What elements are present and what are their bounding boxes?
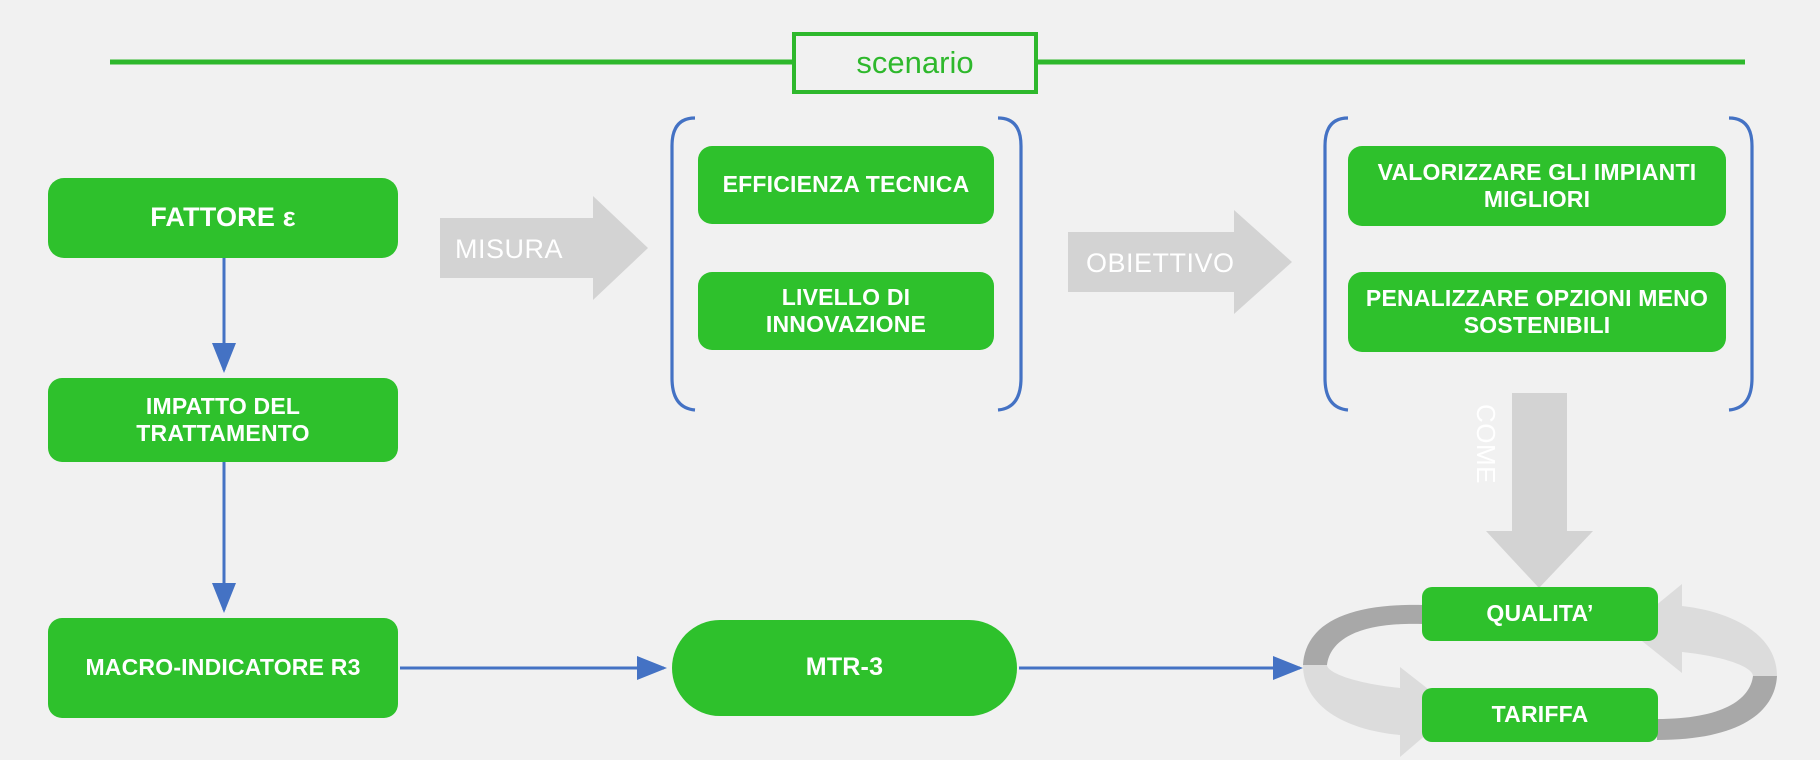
bracket-right-obiettivo-group	[1728, 116, 1754, 412]
block-arrow-obiettivo-label: OBIETTIVO	[1086, 248, 1235, 278]
node-macro-indicatore-r3[interactable]: MACRO-INDICATORE R3	[48, 618, 398, 718]
node-penalizzare-opzioni-meno-sostenibili[interactable]: PENALIZZARE OPZIONI MENO SOSTENIBILI	[1348, 272, 1726, 352]
node-fattore[interactable]: FATTORE ε	[48, 178, 398, 258]
node-tariffa[interactable]: TARIFFA	[1422, 688, 1658, 742]
node-mtr-3[interactable]: MTR-3	[672, 620, 1017, 716]
node-valorizzare-impianti-migliori[interactable]: VALORIZZARE GLI IMPIANTI MIGLIORI	[1348, 146, 1726, 226]
scenario-banner: scenario	[792, 32, 1038, 94]
bracket-left-misura-group	[670, 116, 696, 412]
block-arrow-come-label: COME	[1471, 404, 1501, 484]
bracket-right-misura-group	[997, 116, 1023, 412]
cycle-arrow-left-top	[1303, 604, 1423, 665]
block-arrow-misura-label: MISURA	[455, 234, 564, 264]
cycle-arrow-right-bottom	[1657, 676, 1777, 740]
node-livello-di-innovazione[interactable]: LIVELLO DI INNOVAZIONE	[698, 272, 994, 350]
block-arrow-come	[1486, 393, 1593, 588]
node-qualita[interactable]: QUALITA’	[1422, 587, 1658, 641]
bracket-left-obiettivo-group	[1323, 116, 1349, 412]
node-efficienza-tecnica[interactable]: EFFICIENZA TECNICA	[698, 146, 994, 224]
node-impatto-del-trattamento[interactable]: IMPATTO DEL TRATTAMENTO	[48, 378, 398, 462]
scenario-label: scenario	[856, 45, 974, 80]
